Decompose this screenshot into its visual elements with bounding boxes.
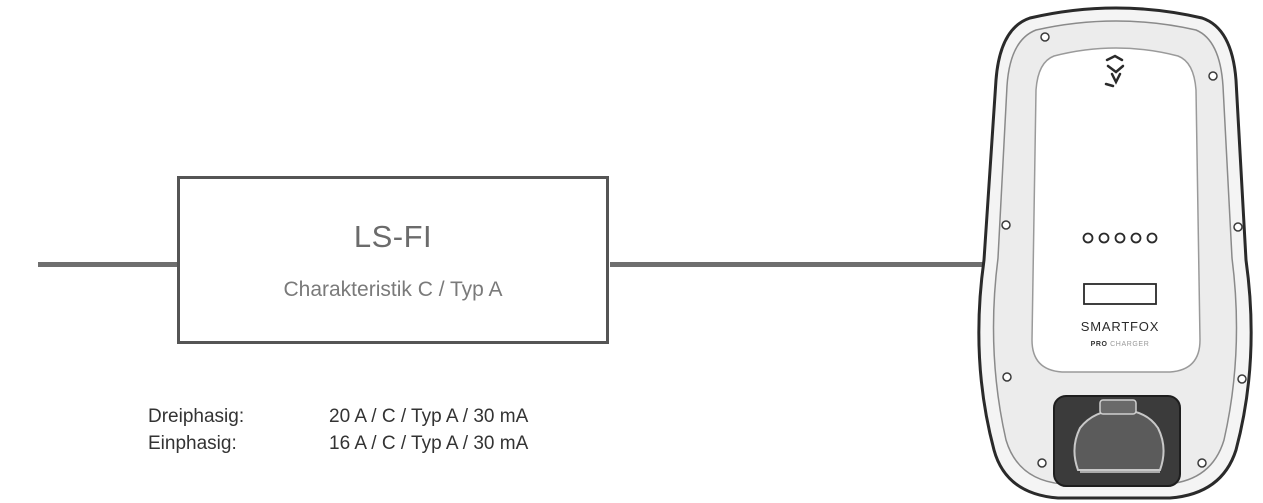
status-indicator-lights: [1082, 232, 1158, 244]
spec-label: Dreiphasig:: [148, 406, 245, 427]
spec-value: 20 A / C / Typ A / 30 mA: [329, 406, 529, 427]
spec-table: Dreiphasig: 20 A / C / Typ A / 30 mA Ein…: [148, 403, 528, 457]
housing-screws: [1001, 32, 1247, 468]
charger-model-pro: PRO: [1091, 341, 1108, 348]
display-window: [1083, 283, 1157, 305]
connection-line-input: [38, 262, 180, 267]
socket-lid-hinge: [1099, 399, 1137, 415]
spec-label: Einphasig:: [148, 433, 237, 454]
spec-value: 16 A / C / Typ A / 30 mA: [329, 433, 529, 454]
spec-row-single-phase: Einphasig: 16 A / C / Typ A / 30 mA: [148, 430, 528, 457]
charger-model-charger: CHARGER: [1110, 341, 1149, 348]
spec-row-three-phase: Dreiphasig: 20 A / C / Typ A / 30 mA: [148, 403, 528, 430]
charger-model-text: PRO CHARGER: [1091, 341, 1150, 348]
breaker-subtitle: Charakteristik C / Typ A: [283, 278, 503, 301]
wallbox-charger: SMARTFOX PRO CHARGER: [970, 0, 1263, 503]
socket-lid: [1073, 408, 1165, 471]
breaker-title: LS-FI: [353, 219, 433, 254]
fox-logo-icon: [1104, 54, 1125, 88]
breaker-box: LS-FI Charakteristik C / Typ A: [177, 176, 609, 344]
connection-line-to-charger: [610, 262, 1008, 267]
charger-brand-text: SMARTFOX: [1081, 319, 1159, 334]
charger-front-panel: [1031, 47, 1201, 373]
